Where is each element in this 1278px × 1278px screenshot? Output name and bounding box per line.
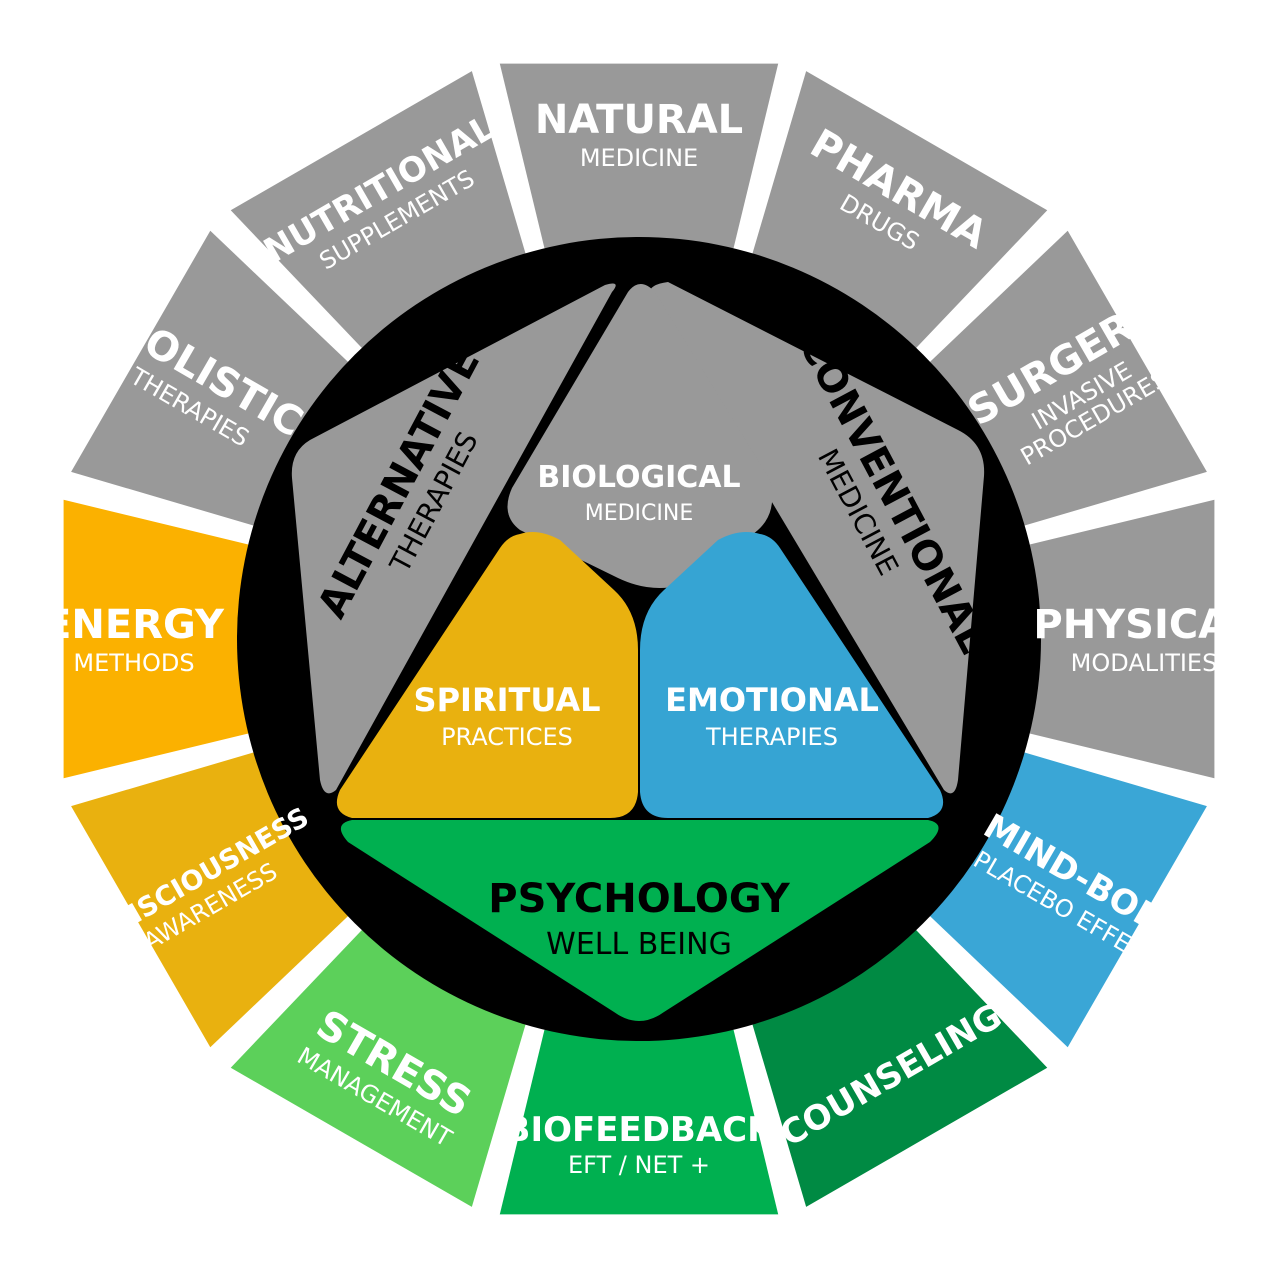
ring-subtitle-physical: MODALITIES: [1071, 649, 1218, 677]
psychology-well-being-shape: [340, 820, 939, 1021]
spiritual-practices-shape: [336, 532, 638, 818]
ring-subtitle-natural: MEDICINE: [580, 144, 698, 172]
ring-title-natural: NATURAL: [535, 97, 743, 143]
conventional-medicine-shape: [649, 282, 985, 794]
outer-ring: [63, 63, 1215, 1215]
psychology-title: PSYCHOLOGY: [488, 876, 791, 922]
ring-segment-physical: [1029, 499, 1215, 779]
ring-segment-counseling: [752, 930, 1048, 1207]
emotional-therapies-shape: [640, 532, 944, 818]
emotional-title: EMOTIONAL: [665, 681, 879, 719]
alternative-therapies-shape: [291, 283, 616, 794]
ring-segment-biofeedback: [499, 1029, 779, 1215]
ring-subtitle-biofeedback: EFT / NET +: [568, 1151, 710, 1179]
spiritual-subtitle: PRACTICES: [441, 723, 573, 751]
ring-segment-energy: [63, 499, 249, 779]
ring-segment-surgery: [930, 230, 1207, 526]
ring-title-physical: PHYSICAL: [1033, 602, 1254, 648]
ring-segment-natural: [499, 63, 779, 249]
ring-segment-consciousness: [71, 752, 348, 1048]
ring-subtitle-energy: METHODS: [73, 649, 194, 677]
ring-segment-stress: [230, 930, 526, 1207]
spiritual-title: SPIRITUAL: [414, 681, 601, 719]
psychology-subtitle: WELL BEING: [546, 927, 732, 962]
ring-segment-pharma: [752, 71, 1048, 348]
ring-segment-holistic: [71, 230, 348, 526]
ring-title-energy: ENERGY: [44, 602, 225, 648]
biological-medicine-shape: [507, 284, 773, 588]
ring-segment-nutritional: [230, 71, 526, 348]
biological-title: BIOLOGICAL: [537, 460, 740, 495]
ring-title-biofeedback: BIOFEEDBACK: [505, 1110, 776, 1150]
ring-segment-mind-body: [930, 752, 1207, 1048]
inner-pentagon: [291, 282, 985, 1021]
biological-subtitle: MEDICINE: [585, 501, 694, 526]
emotional-subtitle: THERAPIES: [705, 723, 838, 751]
